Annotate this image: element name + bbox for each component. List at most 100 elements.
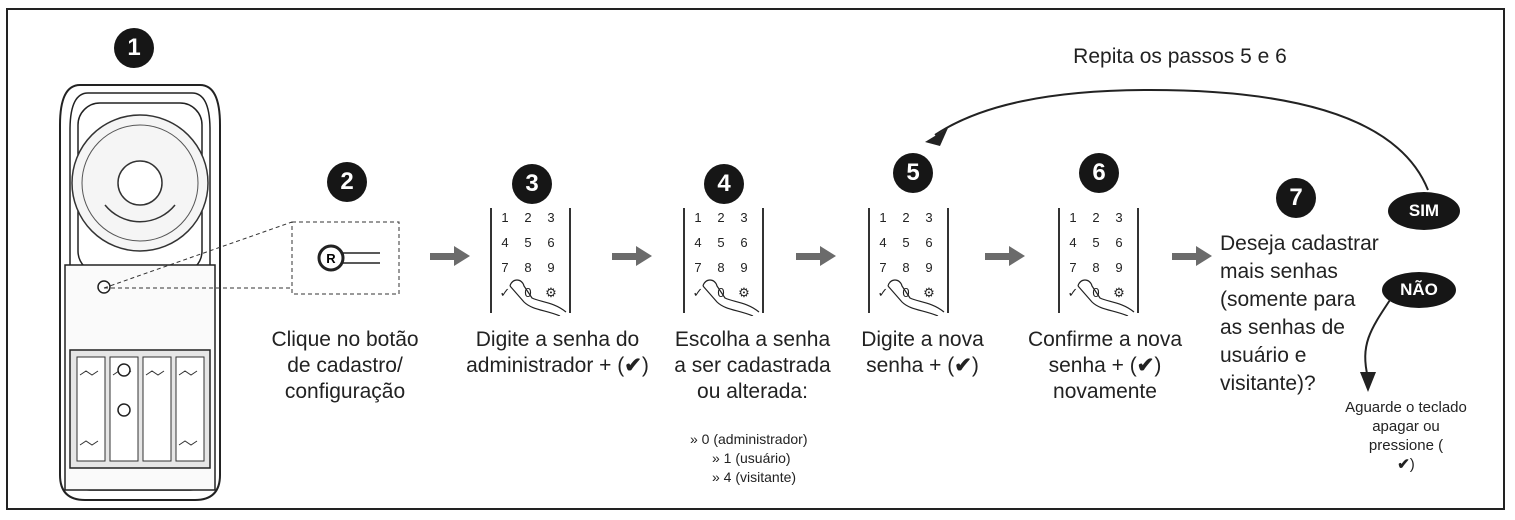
step-4-line-2: a ser cadastrada [674,354,831,377]
keypad-key: 7 [879,260,887,275]
keypad-key: 6 [740,235,748,250]
keypad-key: ⚙ [1113,285,1125,300]
step-7-line-5: usuário e [1220,344,1307,367]
keypad-border-right [569,208,571,313]
step-2-line-2: de cadastro/ [287,354,403,377]
keypad-key: 3 [925,210,933,225]
option-user: » 1 (usuário) [712,450,791,466]
check-icon: ✔ [1136,354,1155,377]
yes-pill: SIM [1388,192,1460,230]
step-4-options: » 0 (administrador) » 1 (usuário) » 4 (v… [690,430,840,487]
finger-press-icon [887,279,945,316]
step-4-caption: Escolha a senha a ser cadastrada ou alte… [660,327,845,405]
step-5-line-2-close: ) [971,354,979,377]
keypad-key: 9 [925,260,933,275]
step-3-line-2-close: ) [641,354,649,377]
keypad-key: 6 [925,235,933,250]
keypad-key: ⚙ [923,285,935,300]
repeat-label: Repita os passos 5 e 6 [1073,45,1287,68]
keypad-key: 7 [501,260,509,275]
keypad-key: 5 [902,235,910,250]
keypad-key: 9 [740,260,748,275]
keypad-key: 4 [879,235,887,250]
svg-text:R: R [326,251,336,266]
finger-press-icon [1077,279,1135,316]
step-5-line-2-text: senha + ( [866,354,955,377]
keypad-key: 8 [524,260,532,275]
keypad-key: 8 [902,260,910,275]
keypad-key: 2 [524,210,532,225]
keypad-key: 8 [1092,260,1100,275]
keypad-key: ✓ [1067,285,1079,300]
step-5-badge: 5 [893,153,933,193]
keypad-key: 5 [524,235,532,250]
keypad-key: 3 [740,210,748,225]
keypad-key: 9 [547,260,555,275]
step-2-line-1: Clique no botão [271,328,419,351]
step-3-line-1: Digite a senha do [475,328,640,351]
finger-press-icon [509,279,567,316]
keypad-key: 9 [1115,260,1123,275]
check-icon: ✔ [954,354,972,377]
keypad-key: ✓ [499,285,511,300]
step-6-line-2: senha + (✔) [1025,353,1185,379]
keypad-key: 3 [547,210,555,225]
door-lock-device [59,84,221,501]
step-7-line-2: mais senhas [1220,260,1338,283]
keypad-key: 1 [694,210,702,225]
check-icon: ✔ [1397,456,1410,473]
no-action-line-1: Aguarde o teclado [1345,399,1467,416]
no-action-line-2: apagar ou [1372,418,1440,435]
check-icon: ✔ [624,354,642,377]
step-4-badge: 4 [704,164,744,204]
keypad-key: 7 [694,260,702,275]
keypad-border-right [762,208,764,313]
keypad-key: 3 [1115,210,1123,225]
keypad-key: 1 [1069,210,1077,225]
step-2-badge: 2 [327,162,367,202]
step-3-line-2-text: administrador + ( [466,354,625,377]
keypad-key: 4 [501,235,509,250]
step-6-badge: 6 [1079,153,1119,193]
keypad-key: 8 [717,260,725,275]
keypad-key: 1 [879,210,887,225]
diagram-frame [6,8,1505,510]
keypad-border-left [683,208,685,313]
keypad-key: 4 [1069,235,1077,250]
step-5-caption: Digite a nova senha + (✔) [840,327,1005,379]
keypad-key: 7 [1069,260,1077,275]
step-7-line-4: as senhas de [1220,316,1345,339]
keypad-key: 6 [1115,235,1123,250]
step-4-line-3: ou alterada: [697,380,808,403]
keypad-key: 2 [717,210,725,225]
keypad-border-left [1058,208,1060,313]
step-2-caption: Clique no botão de cadastro/ configuraçã… [255,327,435,405]
step-3-line-2: administrador + (✔) [455,353,660,379]
step-7-line-6: visitante)? [1220,372,1316,395]
step-2-line-3: configuração [284,380,406,403]
step-3-badge: 3 [512,164,552,204]
keypad-border-right [1137,208,1139,313]
step-6-line-2-text: senha + ( [1048,354,1137,377]
option-visitor: » 4 (visitante) [712,469,797,485]
keypad-border-right [947,208,949,313]
no-action-caption: Aguarde o teclado apagar ou pressione ( … [1326,398,1486,474]
no-action-line-4-close: ) [1409,456,1415,473]
no-pill: NÃO [1382,272,1456,308]
finger-press-icon [702,279,760,316]
keypad-key: 2 [902,210,910,225]
no-action-line-3: pressione ( [1368,437,1444,454]
step-6-line-2-close: ) [1154,354,1162,377]
keypad-key: 5 [1092,235,1100,250]
keypad-key: 2 [1092,210,1100,225]
keypad-key: 4 [694,235,702,250]
keypad-key: 1 [501,210,509,225]
step-6-line-1: Confirme a nova [1027,328,1183,351]
step-7-badge: 7 [1276,178,1316,218]
